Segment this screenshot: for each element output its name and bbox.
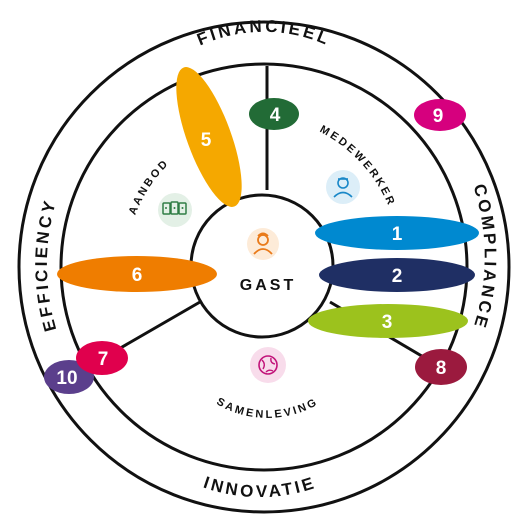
globe-icon	[250, 347, 286, 383]
marker-7-label: 7	[98, 349, 109, 370]
marker-8-label: 8	[436, 358, 447, 379]
marker-9-shape	[414, 99, 466, 131]
middle-ring	[59, 62, 469, 472]
marker-10-label: 10	[56, 368, 77, 389]
marker-6: 6	[57, 256, 217, 292]
outer-label-top: FINANCIEEL	[194, 17, 334, 50]
marker-1: 1	[315, 216, 479, 250]
marker-4: 4	[249, 98, 299, 130]
marker-7-shape	[76, 341, 128, 375]
marker-2-label: 2	[392, 266, 403, 287]
marker-4-label: 4	[270, 105, 281, 126]
marker-5: 5	[176, 67, 242, 207]
marker-10-shape	[44, 360, 94, 394]
segment-label-samenleving: SAMENLEVING	[214, 396, 320, 421]
outer-ring	[17, 20, 511, 514]
marker-8-shape	[415, 349, 467, 385]
marker-2-shape	[319, 258, 475, 292]
marker-8: 8	[415, 349, 467, 385]
marker-4-shape	[249, 98, 299, 130]
marker-1-label: 1	[392, 224, 403, 245]
marker-1-shape	[315, 216, 479, 250]
marker-3: 3	[308, 304, 468, 338]
marker-9-label: 9	[433, 106, 444, 127]
person-icon	[247, 228, 279, 260]
marker-9: 9	[414, 99, 466, 131]
marker-2: 2	[319, 258, 475, 292]
marker-6-shape	[57, 256, 217, 292]
outer-label-bottom: INNOVATIE	[201, 473, 318, 501]
outer-label-right: COMPLIANCE	[469, 182, 499, 333]
center-circle	[189, 193, 335, 339]
marker-7: 7	[76, 341, 128, 375]
marker-3-label: 3	[382, 312, 393, 333]
marker-5-label: 5	[201, 130, 212, 151]
marker-6-label: 6	[132, 265, 143, 286]
marker-5-shape	[176, 67, 242, 207]
employee-icon	[326, 170, 360, 204]
marker-3-shape	[308, 304, 468, 338]
cards-icon	[158, 193, 192, 227]
center-label: GAST	[240, 277, 296, 294]
marker-10: 10	[44, 360, 94, 394]
outer-label-left: EFFICIENCY	[32, 196, 60, 333]
